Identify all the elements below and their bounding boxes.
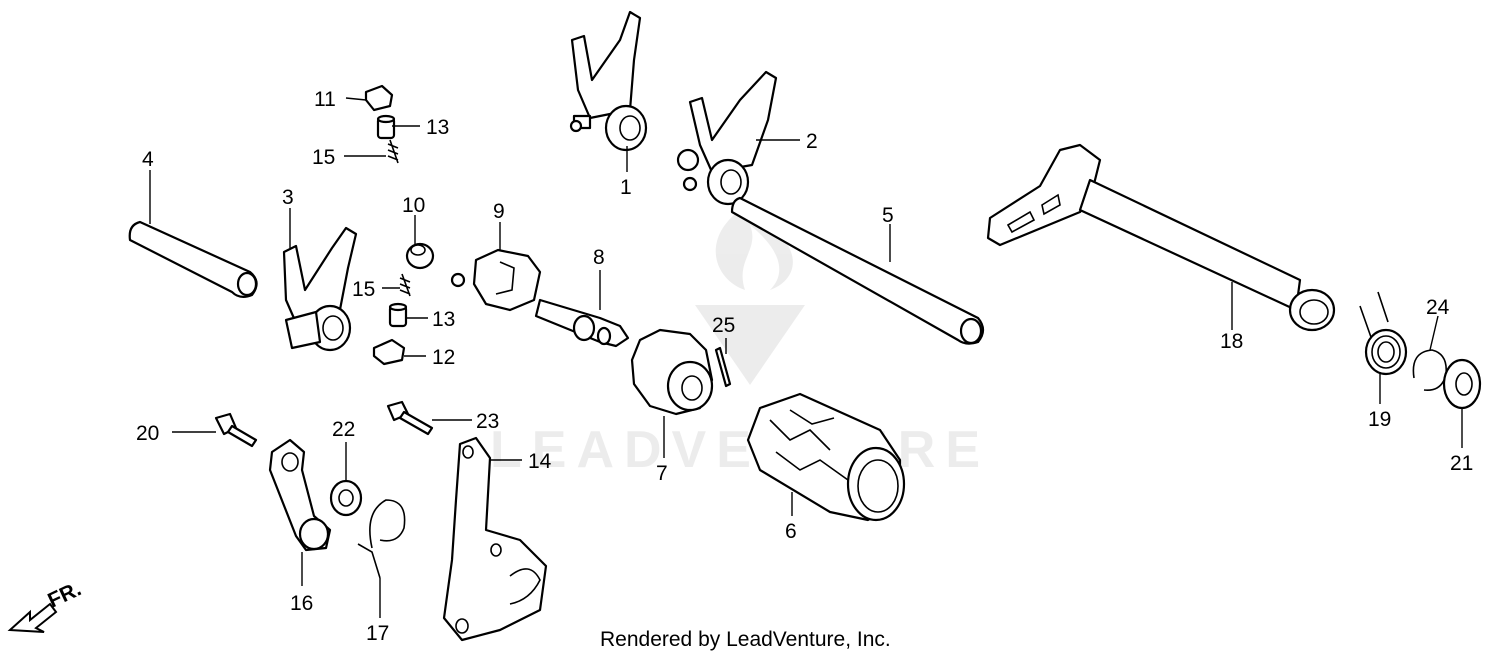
front-direction-arrow xyxy=(7,602,58,633)
part-9-drum-center xyxy=(450,248,542,312)
callout-15-upper: 15 xyxy=(312,146,335,169)
callout-16: 16 xyxy=(290,592,313,615)
callout-19: 19 xyxy=(1368,408,1391,431)
part-19-spring xyxy=(1359,291,1408,376)
callout-14: 14 xyxy=(528,450,552,473)
part-1-shift-fork xyxy=(569,10,648,152)
part-15-spring-upper xyxy=(387,139,399,164)
part-10-bolt xyxy=(405,242,435,270)
callout-11: 11 xyxy=(314,88,336,111)
callout-5: 5 xyxy=(882,204,894,227)
part-14-guide-plate xyxy=(442,436,548,642)
part-6-shift-drum xyxy=(746,392,906,522)
part-17-return-spring xyxy=(357,499,406,579)
part-22-washer xyxy=(329,479,363,517)
callout-13-lower: 13 xyxy=(432,308,455,331)
part-12-cap xyxy=(372,338,406,366)
callout-12: 12 xyxy=(432,346,455,369)
part-2-shift-fork xyxy=(676,70,778,206)
callout-labels: 1 2 3 4 5 6 7 8 9 10 11 12 13 13 15 15 1… xyxy=(136,88,1473,645)
part-24-circlip xyxy=(1412,349,1448,391)
callout-21: 21 xyxy=(1450,452,1473,475)
part-13-collar-lower xyxy=(388,302,408,328)
part-13-collar-upper xyxy=(376,114,396,140)
callout-25: 25 xyxy=(712,314,735,337)
callout-6: 6 xyxy=(785,520,797,543)
callout-7: 7 xyxy=(656,462,668,485)
callout-18: 18 xyxy=(1220,330,1243,353)
callout-1: 1 xyxy=(620,176,632,199)
callout-17: 17 xyxy=(366,622,389,645)
credit-text: Rendered by LeadVenture, Inc. xyxy=(600,628,891,651)
part-11-cap xyxy=(364,84,394,112)
callout-22: 22 xyxy=(332,418,355,441)
watermark-text: LEADVENTURE xyxy=(490,421,990,479)
callout-3: 3 xyxy=(282,186,294,209)
callout-2: 2 xyxy=(806,130,818,153)
part-23-bolt xyxy=(386,400,434,436)
part-16-stopper-arm xyxy=(268,438,332,552)
part-4-rod xyxy=(128,220,258,299)
callout-24: 24 xyxy=(1426,296,1450,319)
part-8-pin-shaft xyxy=(534,298,630,348)
callout-15-lower: 15 xyxy=(352,278,375,301)
part-7-drum-plate xyxy=(630,328,714,416)
part-18-gearshift-spindle xyxy=(986,143,1336,332)
part-21-washer xyxy=(1442,358,1482,410)
part-3-shift-fork xyxy=(282,226,358,352)
callout-4: 4 xyxy=(142,148,154,171)
callout-23: 23 xyxy=(476,410,499,433)
part-5-shaft xyxy=(730,196,985,345)
callout-20: 20 xyxy=(136,422,159,445)
part-15-spring-lower xyxy=(399,273,411,297)
leader-lines xyxy=(149,97,1463,618)
callout-9: 9 xyxy=(493,200,505,223)
callout-10: 10 xyxy=(402,194,425,217)
part-25-pin xyxy=(714,346,732,388)
callout-13-upper: 13 xyxy=(426,116,449,139)
part-20-bolt xyxy=(214,412,258,448)
callout-8: 8 xyxy=(593,246,605,269)
